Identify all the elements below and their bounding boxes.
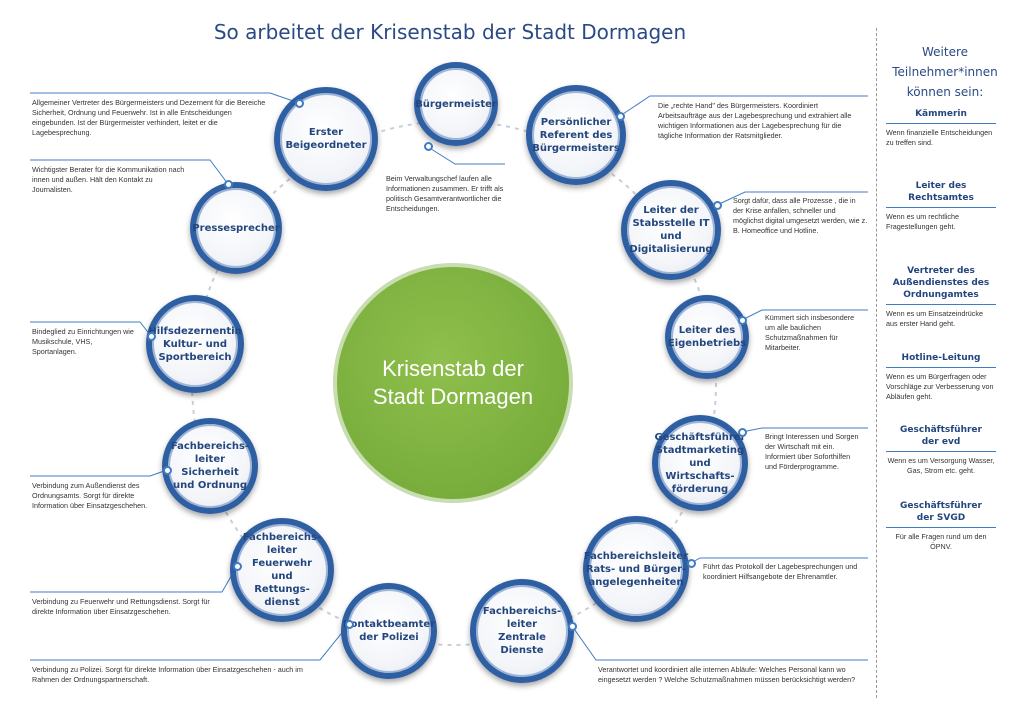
connector-dot: [687, 559, 696, 568]
node-label: Fachbereichs- leiter Feuerwehr und Rettu…: [242, 532, 322, 608]
connector-dot: [568, 622, 577, 631]
center-label: Krisenstab der Stadt Dormagen: [372, 356, 534, 409]
node-label: Leiter der Stabsstelle IT und Digitalisi…: [629, 205, 713, 255]
sidebar-item-svgd: Geschäftsführer der SVGD Für alle Fragen…: [886, 500, 996, 552]
leader-line-sicherheit: [30, 469, 168, 477]
sidebar-item-rechtsamt: Leiter des Rechtsamtes Wenn es um rechtl…: [886, 180, 996, 232]
node-label: Bürgermeister: [415, 98, 497, 110]
sidebar-item-title: Leiter des Rechtsamtes: [908, 181, 974, 203]
node-label: Geschäftsführer Stadtmarketing und Wirts…: [654, 431, 746, 495]
node-label: Fachbereichs- leiter Sicherheit und Ordn…: [170, 441, 250, 491]
sidebar-item-rule: [886, 207, 996, 208]
connector-dot: [224, 180, 233, 189]
desc-beigeordneter: Allgemeiner Vertreter des Bürgermeisters…: [32, 98, 266, 137]
sidebar-item-title: Geschäftsführer der evd: [900, 425, 982, 447]
connector-dot: [616, 112, 625, 121]
sidebar-item-rule: [886, 123, 996, 124]
desc-referent: Die „rechte Hand" des Bürgermeisters. Ko…: [658, 101, 852, 140]
node-pressesprecher: Pressesprecher: [190, 182, 282, 274]
desc-polizei: Verbindung zu Polizei. Sorgt für direkte…: [32, 665, 303, 684]
sidebar-item-title: Hotline-Leitung: [901, 353, 981, 363]
leader-line-beigeordneter: [30, 92, 300, 104]
desc-pressesprecher: Wichtigster Berater für die Kommunikatio…: [32, 165, 185, 194]
node-sicherheit-ordnung: Fachbereichs- leiter Sicherheit und Ordn…: [162, 418, 258, 514]
connector-dot: [147, 332, 156, 341]
leader-line-feuerwehr: [30, 565, 238, 593]
connector-dot: [738, 316, 747, 325]
sidebar-item-rule: [886, 451, 996, 452]
sidebar-item-title: Kämmerin: [915, 109, 967, 119]
desc-stadtmarketing: Bringt Interessen und Sorgen der Wirtsch…: [765, 432, 859, 471]
node-polizei: Kontaktbeamter der Polizei: [341, 583, 437, 679]
node-label: Pressesprecher: [192, 222, 280, 234]
connector-dot: [345, 620, 354, 629]
node-label: Leiter des Eigenbetriebs: [667, 325, 747, 349]
sidebar-item-desc: Wenn es um Bürgerfragen oder Vorschläge …: [886, 372, 994, 401]
node-label: Fachbereichsleiter Rats- und Bürger- ang…: [583, 550, 689, 588]
sidebar-item-desc: Für alle Fragen rund um den ÖPNV.: [895, 532, 987, 551]
node-stadtmarketing: Geschäftsführer Stadtmarketing und Wirts…: [652, 415, 748, 511]
node-label: Erster Beigeordneter: [285, 127, 367, 151]
node-label: Kontaktbeamter der Polizei: [342, 619, 436, 643]
leader-line-referent: [619, 95, 868, 117]
sidebar-item-desc: Wenn finanzielle Entscheidungen zu treff…: [886, 128, 993, 147]
center-circle: Krisenstab der Stadt Dormagen: [333, 263, 573, 503]
page-title: So arbeitet der Krisenstab der Stadt Dor…: [213, 20, 687, 44]
node-buergermeister: Bürgermeister: [414, 62, 498, 146]
leader-line-presse: [30, 159, 229, 185]
node-it-digitalisierung: Leiter der Stabsstelle IT und Digitalisi…: [621, 180, 721, 280]
connector-dot: [424, 142, 433, 151]
node-rats-buerger: Fachbereichsleiter Rats- und Bürger- ang…: [583, 516, 689, 622]
connector-dot: [295, 99, 304, 108]
leader-line-buergermeister: [427, 146, 505, 165]
leader-line-zentrale: [571, 625, 868, 661]
connector-dot: [738, 428, 747, 437]
desc-zentrale-dienste: Verantwortet und koordiniert alle intern…: [598, 665, 856, 684]
node-eigenbetrieb: Leiter des Eigenbetriebs: [665, 295, 749, 379]
sidebar-divider: [876, 28, 878, 698]
node-beigeordneter: Erster Beigeordneter: [274, 87, 378, 191]
node-zentrale-dienste: Fachbereichs- leiter Zentrale Dienste: [470, 579, 574, 683]
desc-feuerwehr: Verbindung zu Feuerwehr und Rettungsdien…: [32, 597, 210, 616]
desc-kultur-sport: Bindeglied zu Einrichtungen wie Musiksch…: [32, 327, 134, 356]
sidebar-item-desc: Wenn es um Einsatzeindrücke aus erster H…: [886, 309, 983, 328]
sidebar-item-hotline: Hotline-Leitung Wenn es um Bürgerfragen …: [886, 352, 996, 402]
desc-it-digitalisierung: Sorgt dafür, dass alle Prozesse , die in…: [733, 196, 868, 235]
sidebar-heading: Weitere Teilnehmer*innen können sein:: [892, 45, 998, 99]
node-referent: Persönlicher Referent des Bürgermeisters: [526, 85, 626, 185]
sidebar-item-title: Vertreter des Außendienstes des Ordnunga…: [892, 266, 990, 300]
node-label: Hilfsdezernentin Kultur- und Sportbereic…: [148, 325, 242, 363]
node-label: Fachbereichs- leiter Zentrale Dienste: [482, 606, 562, 656]
leader-line-stadtmarketing: [741, 427, 868, 433]
leader-line-polizei: [30, 623, 350, 661]
sidebar-item-evd: Geschäftsführer der evd Wenn es um Verso…: [886, 424, 996, 476]
desc-rats-buerger: Führt das Protokoll der Lagebesprechunge…: [703, 562, 858, 581]
sidebar-item-aussendienst: Vertreter des Außendienstes des Ordnunga…: [886, 265, 996, 329]
node-label: Persönlicher Referent des Bürgermeisters: [532, 116, 620, 154]
leader-line-eigenbetrieb: [741, 309, 868, 321]
desc-buergermeister: Beim Verwaltungschef laufen alle Informa…: [386, 174, 504, 213]
sidebar-item-title: Geschäftsführer der SVGD: [900, 501, 982, 523]
node-feuerwehr: Fachbereichs- leiter Feuerwehr und Rettu…: [230, 518, 334, 622]
sidebar-item-kaemmerin: Kämmerin Wenn finanzielle Entscheidungen…: [886, 108, 996, 148]
sidebar-item-desc: Wenn es um rechtliche Fragestellungen ge…: [886, 212, 959, 231]
leader-line-it: [716, 191, 868, 206]
sidebar-item-desc: Wenn es um Versorgung Wasser, Gas, Strom…: [887, 456, 995, 475]
sidebar-item-rule: [886, 527, 996, 528]
sidebar-item-rule: [886, 304, 996, 305]
desc-sicherheit-ordnung: Verbindung zum Außendienst des Ordnungsa…: [32, 481, 148, 510]
connector-dot: [163, 466, 172, 475]
connector-dot: [713, 201, 722, 210]
node-kultur-sport: Hilfsdezernentin Kultur- und Sportbereic…: [146, 295, 244, 393]
desc-eigenbetrieb: Kümmert sich insbesondere um alle baulic…: [765, 313, 855, 352]
sidebar-item-rule: [886, 367, 996, 368]
connector-dot: [233, 562, 242, 571]
